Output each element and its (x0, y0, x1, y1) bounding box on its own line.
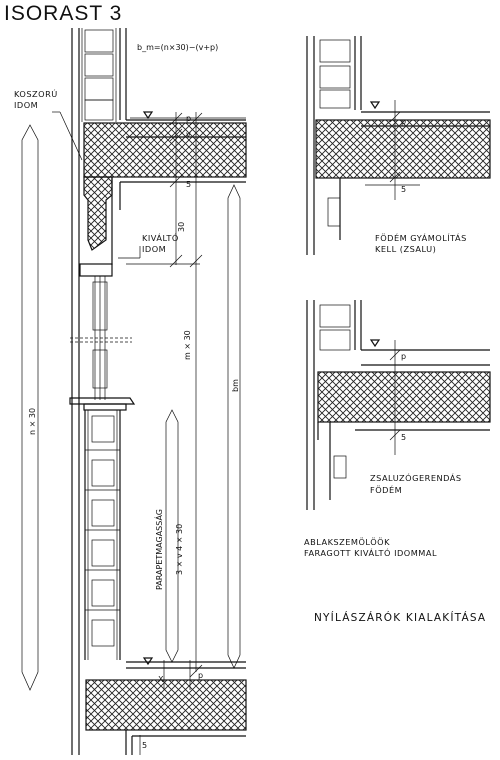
koszoru-label-2: IDOM (14, 100, 38, 110)
koszoru-label-1: KOSZORÚ (14, 88, 58, 99)
lintel-block (83, 176, 113, 251)
parapet-arrow (165, 409, 179, 663)
dim-5-tr: 5 (401, 185, 406, 194)
main-wall-section (69, 28, 247, 755)
dim-mx30: m × 30 (183, 330, 192, 360)
dim-p-mr: p (401, 352, 406, 361)
ablak-caption-2: FARAGOTT KIVÁLTÓ IDOMMAL (304, 547, 437, 558)
upper-slab-hatch (83, 122, 247, 178)
dim-nx30: n × 30 (28, 408, 37, 435)
dim-bm: bm (231, 379, 240, 392)
ablak-caption-1: ABLAKSZEMÖLÖÖK (304, 537, 390, 547)
dim-5-top: 5 (186, 180, 191, 189)
detail-middle-right (306, 300, 491, 510)
zsaluzo-label-1: ZSALUZÓGERENDÁS (370, 472, 462, 483)
dim-5-mr: 5 (401, 433, 406, 442)
parapet-label: PARAPETMAGASSÁG (153, 509, 164, 590)
fodem-label-1: FÖDÉM GYÁMOLÍTÁS (375, 232, 467, 243)
dim-x-bottom: X (158, 675, 164, 684)
dimension-lines (21, 111, 241, 755)
kivalto-label-2: IDOM (142, 244, 166, 254)
nx30-arrow (21, 124, 39, 691)
lower-blocks (84, 410, 121, 660)
page-title: ISORAST 3 (4, 2, 123, 25)
lower-slab-hatch (85, 679, 247, 731)
zsaluzo-label-2: FÖDÉM (370, 484, 402, 495)
dim-v-top: v (186, 130, 191, 139)
dim-p-top: p (186, 114, 191, 123)
detail-top-right (306, 36, 491, 255)
formula-text: b_m=(n×30)−(v+p) (137, 43, 218, 52)
main-caption: NYÍLÁSZÁRÓK KIALAKÍTÁSA (314, 611, 486, 624)
parapet-value: 3 × v 4 × 30 (175, 524, 184, 575)
dim-30: 30 (177, 222, 186, 232)
fodem-label-2: KELL (ZSALU) (375, 244, 436, 254)
kivalto-label-1: KIVÁLTÓ (142, 232, 179, 243)
dim-p-tr: p (401, 117, 406, 126)
bm-arrow (227, 184, 241, 669)
upper-blocks (81, 28, 117, 122)
dim-5-bottom: 5 (142, 741, 147, 750)
dim-p-bottom: p (198, 671, 203, 680)
